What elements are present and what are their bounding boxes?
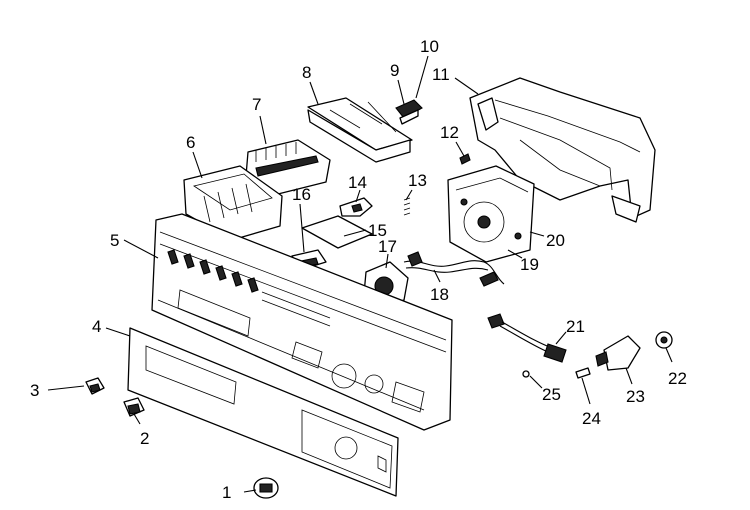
callout-20: 20: [546, 231, 565, 250]
callout-17: 17: [378, 237, 397, 256]
part-15-board: [301, 215, 373, 249]
callout-3: 3: [30, 381, 39, 400]
callout-numbers: 1 2 3 4 5 6 7 8 9 10 11 12 13 14 15 16 1…: [30, 37, 687, 502]
callout-8: 8: [302, 63, 311, 82]
callout-25: 25: [542, 385, 561, 404]
part-21-cord: [487, 313, 567, 363]
callout-5: 5: [110, 231, 119, 250]
callout-24: 24: [582, 409, 601, 428]
callout-14: 14: [348, 173, 367, 192]
part-6-switch-housing: [183, 165, 283, 241]
part-13-spring: [403, 197, 411, 216]
part-25-screw: [522, 370, 530, 378]
callout-1: 1: [222, 483, 231, 502]
part-3-knob: [85, 377, 105, 395]
part-18-wire-harness: [403, 251, 505, 287]
callout-23: 23: [626, 387, 645, 406]
part-10-clip: [395, 99, 423, 125]
part-14-bracket: [339, 197, 373, 217]
part-7-connector-block: [245, 139, 331, 195]
part-22-cap: [655, 331, 673, 349]
callout-11: 11: [432, 65, 450, 84]
part-20-timer: [447, 165, 535, 263]
callout-19: 19: [520, 255, 539, 274]
part-1-knob: [253, 477, 279, 499]
part-11-duct-housing: [469, 77, 656, 223]
callout-16: 16: [292, 185, 311, 204]
callout-2: 2: [140, 429, 149, 448]
callout-15: 15: [368, 221, 387, 240]
part-2-knob: [123, 397, 145, 417]
part-8-tray: [307, 97, 413, 163]
callout-22: 22: [668, 369, 687, 388]
callout-10: 10: [420, 37, 439, 56]
callout-18: 18: [430, 285, 449, 304]
callout-4: 4: [92, 317, 101, 336]
part-5-control-panel: [151, 213, 453, 431]
callout-13: 13: [408, 171, 427, 190]
callout-7: 7: [252, 95, 261, 114]
part-23-valve: [595, 335, 641, 371]
part-12-screw: [459, 153, 471, 165]
callout-9: 9: [390, 61, 399, 80]
part-24-clip: [575, 367, 591, 379]
callout-12: 12: [440, 123, 459, 142]
callout-6: 6: [186, 133, 195, 152]
callout-21: 21: [566, 317, 585, 336]
part-4-front-fascia: [127, 327, 399, 497]
leader-lines: [47, 55, 673, 493]
